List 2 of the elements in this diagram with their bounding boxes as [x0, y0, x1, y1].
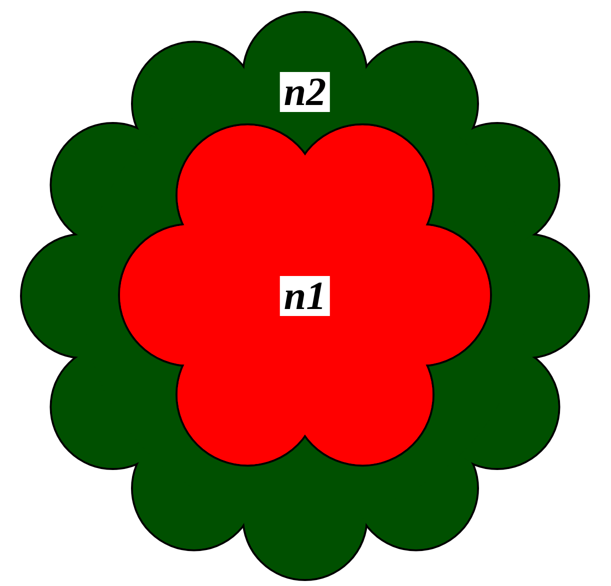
region-label: n1	[280, 276, 330, 316]
region-label: n2	[280, 72, 330, 112]
